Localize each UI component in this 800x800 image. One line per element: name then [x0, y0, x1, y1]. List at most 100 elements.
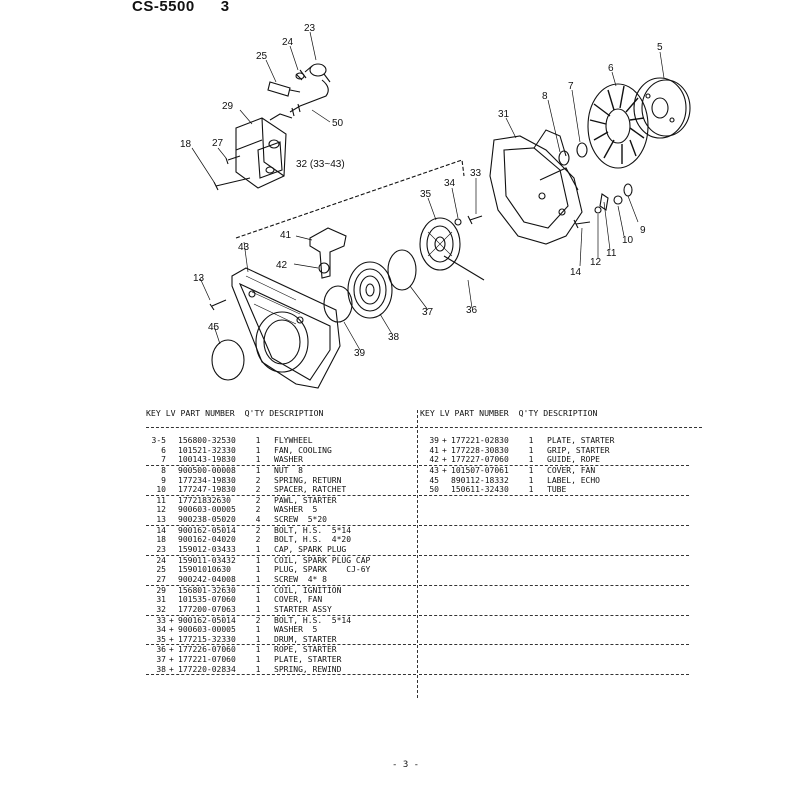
quantity-cell: 4	[255, 515, 261, 525]
quantity-cell: 1	[255, 445, 261, 455]
key-cell: 45	[429, 475, 439, 485]
washer-34-part	[454, 218, 462, 226]
callout-45: 45	[208, 322, 220, 333]
return-spring-part	[623, 183, 633, 197]
blank-table-row	[419, 625, 689, 635]
header-rule	[146, 427, 702, 428]
description-cell: PLATE, STARTER	[547, 436, 615, 445]
key-cell: 25	[156, 565, 166, 575]
quantity-cell: 2	[255, 525, 261, 535]
key-cell: 38	[156, 664, 166, 674]
key-cell: 8	[161, 465, 166, 475]
bolt-part	[213, 177, 251, 191]
part-number-cell: 101521-32330	[178, 445, 236, 455]
description-cell: LABEL, ECHO	[547, 475, 600, 485]
part-number-cell: 159011-03432	[178, 555, 236, 565]
blank-table-row	[419, 635, 689, 646]
quantity-cell: 2	[255, 615, 261, 625]
part-number-cell: 159012-03433	[178, 545, 236, 555]
description-cell: PLATE, STARTER	[274, 655, 342, 665]
key-cell: 35	[156, 634, 166, 644]
label-part	[211, 339, 245, 381]
description-cell: CAP, SPARK PLUG	[274, 545, 347, 555]
description-cell: DRUM, STARTER	[274, 634, 337, 644]
description-cell: COVER, FAN	[274, 595, 323, 605]
level-cell: +	[169, 645, 174, 655]
callout-38: 38	[388, 332, 400, 343]
description-cell: COIL, IGNITION	[274, 585, 342, 595]
blank-table-row	[419, 595, 689, 605]
part-number-cell: 177234-19830	[178, 475, 236, 485]
part-number-cell: 17721832630	[178, 495, 231, 505]
level-cell: +	[169, 634, 174, 644]
quantity-cell: 1	[255, 664, 261, 674]
part-number-cell: 156801-32630	[178, 585, 236, 595]
quantity-cell: 1	[255, 465, 261, 475]
key-cell: 32	[156, 604, 166, 614]
description-cell: COVER, FAN	[547, 465, 596, 475]
description-cell: BOLT, H.S. 5*14	[274, 525, 352, 535]
quantity-cell: 1	[255, 595, 261, 605]
callout-9: 9	[640, 225, 646, 236]
bolt-33-part	[467, 215, 483, 225]
blank-table-row	[419, 515, 689, 526]
spacer-part	[613, 195, 623, 205]
level-cell: +	[169, 655, 174, 665]
callout-50: 50	[332, 118, 344, 129]
quantity-cell: 1	[255, 625, 261, 635]
callout-13: 13	[193, 273, 205, 284]
quantity-cell: 2	[255, 505, 261, 515]
description-cell: TUBE	[547, 485, 567, 495]
part-number-cell: 177228-30830	[451, 445, 509, 455]
screw-part	[225, 155, 241, 165]
part-number-cell: 177221-07060	[178, 655, 236, 665]
callout-33: 33	[470, 168, 482, 179]
nut-part	[558, 150, 570, 166]
callout-41: 41	[280, 230, 292, 241]
quantity-cell: 1	[528, 485, 534, 495]
part-number-cell: 890112-18332	[451, 475, 509, 485]
level-cell: +	[442, 445, 447, 455]
starter-plate-37-part	[387, 249, 417, 291]
callout-6: 6	[608, 63, 614, 74]
table-header-left: KEY LV PART NUMBER Q'TY DESCRIPTION	[146, 408, 324, 418]
quantity-cell: 1	[255, 574, 261, 584]
quantity-cell: 2	[255, 485, 261, 495]
description-cell: WASHER	[274, 455, 303, 465]
description-cell: PLUG, SPARK CJ-6Y	[274, 565, 371, 575]
part-number-cell: 177220-02834	[178, 664, 236, 674]
pawl-part	[599, 193, 609, 211]
blank-table-row	[419, 575, 689, 586]
blank-table-row	[419, 616, 689, 626]
quantity-cell: 1	[255, 565, 261, 575]
key-cell: 24	[156, 555, 166, 565]
starter-drum-part	[419, 217, 461, 271]
description-cell: BOLT, H.S. 5*14	[274, 615, 352, 625]
page-number: - 3 -	[392, 760, 420, 770]
callout-35: 35	[420, 189, 432, 200]
description-cell: BOLT, H.S. 4*20	[274, 535, 352, 545]
screw-13-part	[209, 299, 227, 311]
quantity-cell: 2	[255, 495, 261, 505]
part-number-cell: 900500-00008	[178, 465, 236, 475]
part-number-cell: 177221-02830	[451, 436, 509, 445]
washer-7-part	[576, 142, 588, 158]
tube-part	[289, 79, 329, 113]
quantity-cell: 1	[528, 445, 534, 455]
description-cell: ROPE, STARTER	[274, 645, 337, 655]
quantity-cell: 1	[255, 604, 261, 614]
blank-table-row	[419, 556, 689, 566]
callout-25: 25	[256, 51, 268, 62]
quantity-cell: 1	[255, 555, 261, 565]
